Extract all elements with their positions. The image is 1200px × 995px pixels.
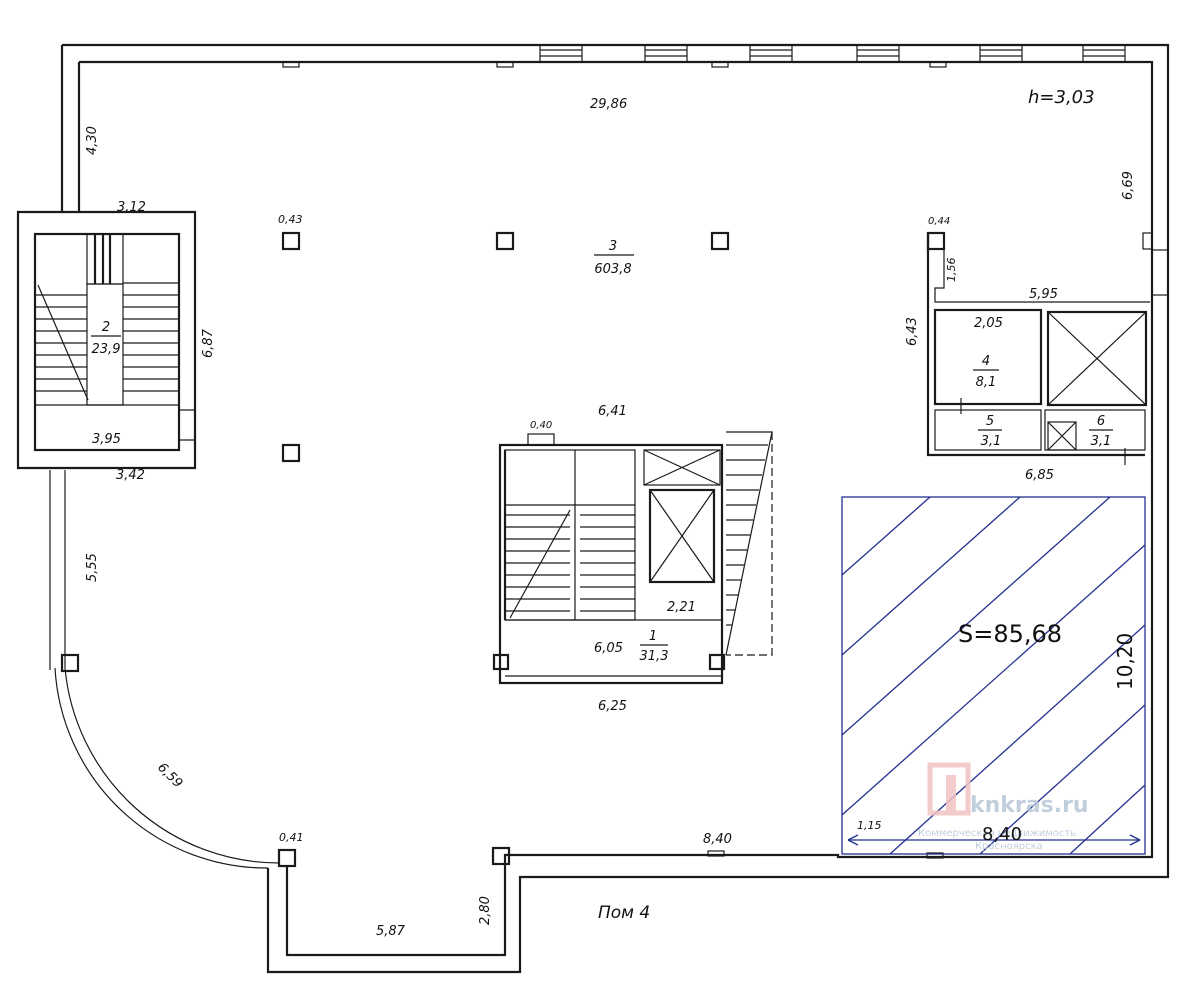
dim-stair-top: 3,12 <box>117 200 146 215</box>
dim-core-right-small: 1,56 <box>945 258 958 283</box>
dim-core-right-bottom: 6,85 <box>1025 468 1054 483</box>
room-5-number: 5 <box>986 414 994 429</box>
watermark-line1: Коммерческая недвижимость <box>918 828 1076 839</box>
dim-bottom-right: 8,40 <box>703 832 732 847</box>
dim-center-bottom: 6,25 <box>598 699 627 714</box>
dim-left-middle: 5,55 <box>85 553 100 582</box>
central-core <box>492 431 773 685</box>
room-4-area: 8,1 <box>976 375 997 390</box>
dim-column-b: 0,44 <box>928 216 950 227</box>
room-2-area: 23,9 <box>92 342 121 357</box>
watermark: knkras.ru Коммерческая недвижимость Крас… <box>918 762 1089 852</box>
room-3-number: 3 <box>609 239 617 254</box>
dim-arc: 6,59 <box>154 760 185 791</box>
dim-stair-inner-bottom: 3,95 <box>92 432 121 447</box>
dim-notch-height: 2,80 <box>478 896 493 925</box>
dim-core-right-top: 5,95 <box>1029 287 1058 302</box>
room-5-area: 3,1 <box>981 434 1002 449</box>
premises-label: Пом 4 <box>598 903 650 923</box>
highlighted-area <box>841 496 1146 855</box>
room-1-area: 31,3 <box>640 649 669 664</box>
dim-center-inner: 6,05 <box>594 641 623 656</box>
right-core <box>926 233 1150 465</box>
room-2-number: 2 <box>102 320 110 335</box>
watermark-line2: Красноярска <box>975 841 1043 852</box>
watermark-site: knkras.ru <box>970 793 1089 818</box>
dim-left-upper: 4,30 <box>85 126 100 155</box>
room-1-number: 1 <box>649 629 657 644</box>
room-3-area: 603,8 <box>594 262 631 277</box>
room-4-number: 4 <box>982 354 990 369</box>
dim-height: h=3,03 <box>1028 87 1095 108</box>
dim-top-width: 29,86 <box>590 97 627 112</box>
dimension-labels: 29,86 h=3,03 4,30 3,12 6,87 3,95 3,42 5,… <box>85 87 1137 939</box>
dim-center-lift: 2,21 <box>667 600 696 615</box>
dim-hatch-width: 8,40 <box>982 824 1022 845</box>
dim-core-right-height: 6,43 <box>905 317 920 346</box>
dim-column-c: 0,40 <box>530 420 552 431</box>
dim-stair-height: 6,87 <box>201 328 216 358</box>
room-labels: 1 31,3 2 23,9 3 603,8 4 8,1 5 3,1 6 3,1 <box>91 239 1113 664</box>
stairwell-left <box>16 210 197 470</box>
dim-room4-width: 2,05 <box>974 316 1003 331</box>
dim-center-top: 6,41 <box>598 404 627 419</box>
dim-stair-bottom: 3,42 <box>116 468 145 483</box>
room-6-number: 6 <box>1097 414 1105 429</box>
room-6-area: 3,1 <box>1091 434 1112 449</box>
dim-notch-width: 5,87 <box>376 924 406 939</box>
dim-right-upper: 6,69 <box>1121 171 1136 200</box>
highlight-area-label: S=85,68 <box>958 620 1062 648</box>
outer-walls <box>49 43 1170 974</box>
dim-column-a: 0,43 <box>278 213 303 226</box>
top-windows <box>282 44 1169 296</box>
dim-hatch-height: 10,20 <box>1113 633 1137 690</box>
dim-hatch-small: 1,15 <box>857 819 882 832</box>
dim-column-d: 0,41 <box>279 831 304 844</box>
